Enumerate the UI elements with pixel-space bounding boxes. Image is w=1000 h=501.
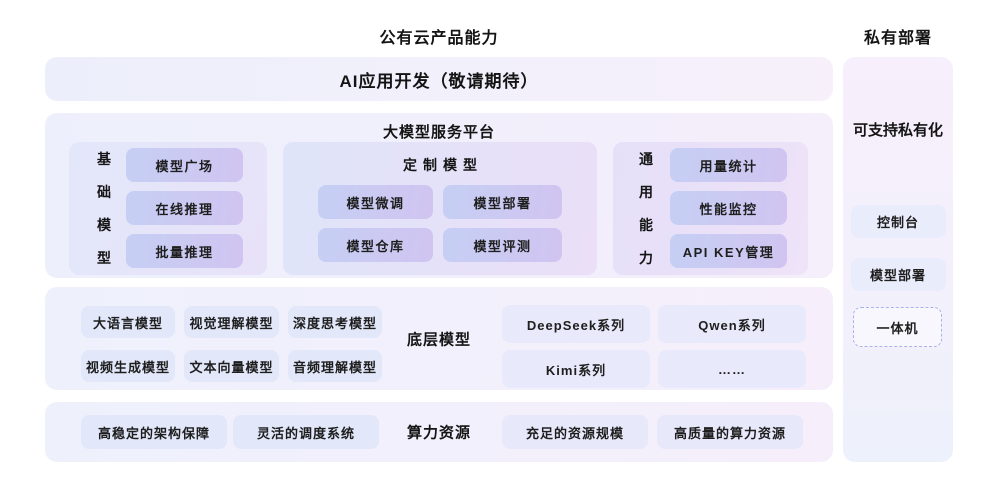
general-capability-pill: API KEY管理 <box>670 234 787 268</box>
general-capability-pill: 用量统计 <box>670 148 787 182</box>
model-series-pill: DeepSeek系列 <box>502 305 650 343</box>
foundation-model-label: 基础模型 <box>97 150 111 266</box>
ai-app-band: AI应用开发（敬请期待） <box>45 57 833 101</box>
model-series-pill: Qwen系列 <box>658 305 806 343</box>
model-type-pill: 视觉理解模型 <box>184 306 279 338</box>
privatization-items: 控制台模型部署 <box>843 205 953 291</box>
foundation-model-items: 模型广场在线推理批量推理 <box>126 148 243 268</box>
compute-band: 高稳定的架构保障灵活的调度系统 算力资源 充足的资源规模高质量的算力资源 <box>45 402 833 462</box>
compute-pill: 高稳定的架构保障 <box>81 415 227 449</box>
general-capability-items: 用量统计性能监控 API KEY管理 <box>670 148 787 268</box>
compute-right-items: 充足的资源规模高质量的算力资源 <box>502 415 803 449</box>
compute-title: 算力资源 <box>406 424 471 442</box>
model-platform-title: 大模型服务平台 <box>382 124 495 141</box>
custom-model-pill: 模型仓库 <box>318 228 433 262</box>
custom-model-pill: 模型评测 <box>443 228 562 262</box>
foundation-model-group: 基础模型 模型广场在线推理批量推理 <box>69 142 267 275</box>
foundation-model-pill: 批量推理 <box>126 234 243 268</box>
privatization-title: 可支持私有化 <box>852 122 943 139</box>
custom-model-group: 定制模型 模型微调模型部署模型仓库模型评测 <box>283 142 597 275</box>
model-series-pill: Kimi系列 <box>502 350 650 388</box>
private-deploy-title: 私有部署 <box>863 30 932 47</box>
base-models-title: 底层模型 <box>406 331 471 348</box>
compute-pill: 充足的资源规模 <box>502 415 648 449</box>
base-models-band: 大语言模型视觉理解模型深度思考模型视频生成模型文本向量模型音频理解模型 底层模型… <box>45 287 833 390</box>
general-capability-pill: 性能监控 <box>670 191 787 225</box>
ai-app-label: AI应用开发（敬请期待） <box>339 71 539 91</box>
private-deploy-column: 可支持私有化 控制台模型部署 一体机 <box>843 57 953 462</box>
privatization-pill: 模型部署 <box>850 258 946 291</box>
custom-model-title: 定制模型 <box>403 157 483 173</box>
model-type-pill: 文本向量模型 <box>184 350 279 382</box>
compute-pill: 高质量的算力资源 <box>657 415 803 449</box>
model-type-pill: 视频生成模型 <box>81 350 175 382</box>
public-cloud-title: 公有云产品能力 <box>379 30 499 47</box>
compute-left-items: 高稳定的架构保障灵活的调度系统 <box>81 415 379 449</box>
foundation-model-pill: 在线推理 <box>126 191 243 225</box>
compute-pill: 灵活的调度系统 <box>233 415 379 449</box>
privatization-pill: 控制台 <box>850 205 946 238</box>
custom-model-items: 模型微调模型部署模型仓库模型评测 <box>318 185 562 262</box>
model-type-pill: 深度思考模型 <box>288 306 382 338</box>
custom-model-pill: 模型微调 <box>318 185 433 219</box>
custom-model-pill: 模型部署 <box>443 185 562 219</box>
general-capability-label: 通用能力 <box>639 150 653 266</box>
model-series-pill: …… <box>658 350 806 388</box>
model-type-items: 大语言模型视觉理解模型深度思考模型视频生成模型文本向量模型音频理解模型 <box>81 306 382 382</box>
model-type-pill: 音频理解模型 <box>288 350 382 382</box>
all-in-one-machine-pill: 一体机 <box>853 307 942 347</box>
model-platform-band: 大模型服务平台 基础模型 模型广场在线推理批量推理 定制模型 模型微调模型部署模… <box>45 113 833 278</box>
model-type-pill: 大语言模型 <box>81 306 175 338</box>
general-capability-group: 通用能力 用量统计性能监控 API KEY管理 <box>613 142 808 275</box>
foundation-model-pill: 模型广场 <box>126 148 243 182</box>
